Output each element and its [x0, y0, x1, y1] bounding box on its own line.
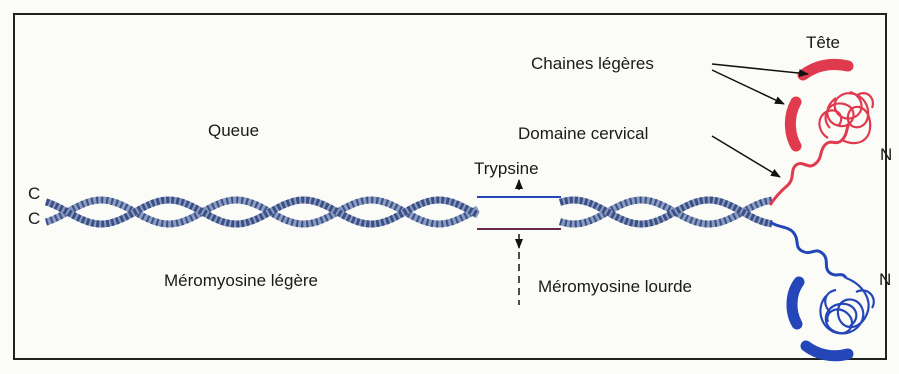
figure-frame [14, 14, 886, 359]
cervical-domain-label: Domaine cervical [518, 125, 648, 142]
light-chains-arrow-1 [712, 64, 808, 74]
light-chain-lower-2 [806, 346, 848, 356]
light-chains-arrow-2 [712, 70, 784, 104]
coiled-coil-tail [46, 200, 772, 224]
heavy-meromyosin-label: Méromyosine lourde [538, 278, 692, 295]
head-label: Tête [806, 34, 840, 51]
light-meromyosin-label: Méromyosine légère [164, 272, 318, 289]
light-chain-upper-1 [803, 64, 848, 75]
upper-cervical-domain [770, 122, 850, 205]
light-chain-lower-1 [792, 282, 799, 324]
lower-cervical-domain [770, 222, 846, 278]
n-terminus-top-label: N [880, 146, 892, 163]
lower-head-globular-domain [820, 278, 873, 333]
lower-heavy-chain [770, 222, 874, 356]
light-chain-upper-2 [790, 102, 796, 146]
c-terminus-top-label: C [28, 185, 40, 202]
n-terminus-bottom-label: N [879, 271, 891, 288]
light-chains-label: Chaines légères [531, 55, 654, 72]
c-terminus-bottom-label: C [28, 210, 40, 227]
trypsin-label: Trypsine [474, 160, 539, 177]
tail-label: Queue [208, 122, 259, 139]
cervical-domain-arrow [712, 136, 780, 177]
upper-heavy-chain [770, 64, 873, 205]
